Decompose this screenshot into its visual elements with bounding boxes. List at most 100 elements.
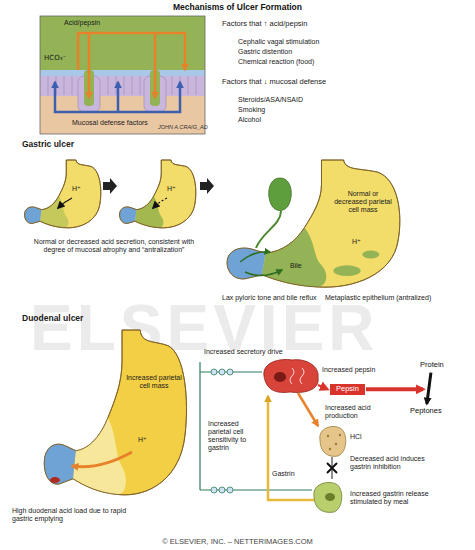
fluid-label: Bile xyxy=(290,262,302,270)
parietal-cell xyxy=(264,360,318,393)
parietal-cell xyxy=(264,360,318,393)
acid-sensing-cell xyxy=(320,427,346,457)
copyright-footer: © ELSEVIER, INC. – NETTERIMAGES.COM xyxy=(0,538,475,547)
ulcer-crater xyxy=(50,477,60,483)
enzyme-box: Pepsin xyxy=(330,384,365,395)
flow-arrow xyxy=(153,198,167,208)
process-label: Increased acid production xyxy=(325,404,400,420)
stomach-intermediate xyxy=(120,160,196,228)
parietal-cell xyxy=(274,372,286,382)
product-label-box: Peptones xyxy=(408,406,444,417)
node-text: Pepsin xyxy=(336,385,359,394)
parietal-cell xyxy=(290,368,304,384)
acid-arrow xyxy=(298,393,318,426)
nerve-fibers xyxy=(211,487,217,493)
g-cell xyxy=(314,483,342,513)
process-label: Increased pepsin xyxy=(322,366,375,374)
list-heading: Factors that ↓ mucosal defense xyxy=(222,78,326,87)
ion-label: HCO₃⁻ xyxy=(44,54,66,62)
diagram-title: Mechanisms of Ulcer Formation xyxy=(0,3,475,13)
stomach-duodenal-ulcer xyxy=(44,330,186,495)
stomach-gastric-ulcer xyxy=(227,160,400,287)
gallbladder xyxy=(256,211,281,248)
bile-reflux-arrow xyxy=(240,252,270,262)
mucosa-panel xyxy=(154,33,157,98)
nerve-fibers xyxy=(219,369,225,375)
gallbladder xyxy=(256,178,291,248)
nerve-fibers xyxy=(211,369,217,375)
block-mark xyxy=(327,463,337,473)
mucosa-panel xyxy=(40,16,205,134)
stomach-early xyxy=(25,160,101,228)
stomach-gastric-ulcer xyxy=(362,250,379,258)
acid-sensing-cell xyxy=(335,443,337,445)
mucosa-panel xyxy=(48,76,196,95)
artist-signature: JOHN A.CRAIG_AD xyxy=(158,124,208,130)
ion-label: H⁺ xyxy=(138,436,147,444)
stomach-intermediate xyxy=(120,160,196,228)
stomach-intermediate xyxy=(120,160,196,228)
list-heading: Factors that ↑ acid/pepsin xyxy=(222,20,307,29)
stomach-gastric-ulcer xyxy=(333,265,360,276)
section-heading: Gastric ulcer xyxy=(22,140,74,150)
ion-label: H⁺ xyxy=(72,185,81,193)
node-text: Peptones xyxy=(410,407,442,416)
mucosa-panel xyxy=(117,82,120,112)
conversion-arrow xyxy=(427,373,431,404)
enzyme-action-arrow xyxy=(366,387,423,391)
secretion-arrow xyxy=(318,385,327,389)
progression-arrow xyxy=(103,178,117,194)
list-item: Steroids/ASA/NSAID xyxy=(238,96,303,104)
acid-sensing-cell xyxy=(327,435,329,437)
chemical-label: HCl xyxy=(350,433,362,441)
stomach-gastric-ulcer xyxy=(227,160,400,287)
section-heading: Duodenal ulcer xyxy=(22,314,83,324)
progression-arrow xyxy=(200,178,214,194)
callout-text: Metaplastic epithelium (antralized) xyxy=(325,294,437,302)
g-cell xyxy=(325,493,335,501)
mucosa-panel xyxy=(88,33,91,98)
list-item: Chemical reaction (food) xyxy=(238,58,314,66)
acid-sensing-cell xyxy=(329,448,331,450)
ion-label: H⁺ xyxy=(352,238,361,246)
stomach-duodenal-ulcer xyxy=(44,330,186,495)
nerve-fibers xyxy=(219,487,225,493)
list-item: Alcohol xyxy=(238,116,261,124)
mucosa-panel xyxy=(40,16,205,134)
stomach-early xyxy=(25,160,101,228)
nerve-fibers xyxy=(227,369,233,375)
callout-text: Normal or decreased parietal cell mass xyxy=(332,190,394,214)
list-item: Smoking xyxy=(238,106,265,114)
callout-text: Increased parietal cell mass xyxy=(125,374,183,390)
stomach-gastric-ulcer xyxy=(227,160,400,287)
caption-text: High duodenal acid load due to rapid gas… xyxy=(12,507,137,523)
gastrin-arrow xyxy=(268,396,314,500)
acid-flow-arrow xyxy=(72,452,132,467)
flow-arrow xyxy=(58,198,72,208)
mucosa-panel xyxy=(78,33,185,70)
stomach-duodenal-ulcer xyxy=(44,330,186,495)
ion-label: H⁺ xyxy=(167,185,176,193)
process-label: Increased secretory drive xyxy=(204,348,283,356)
mucosa-panel xyxy=(55,82,180,112)
callout-text: Lax pyloric tone and bile reflux xyxy=(222,294,317,302)
nerve-fibers xyxy=(227,487,233,493)
process-label: Mucosal defense factors xyxy=(72,119,148,127)
substrate-label-box: Protein xyxy=(418,360,446,371)
caption-text: Normal or decreased acid secretion, cons… xyxy=(28,238,200,254)
stomach-duodenal-ulcer xyxy=(44,444,76,484)
process-label: Decreased acid induces gastrin inhibitio… xyxy=(350,455,430,471)
list-item: Gastric distention xyxy=(238,48,292,56)
acid-sensing-cell xyxy=(320,427,346,457)
stomach-intermediate xyxy=(120,207,137,223)
process-label: Acid/pepsin xyxy=(64,19,100,27)
g-cell xyxy=(314,483,342,513)
stomach-early xyxy=(25,207,42,223)
hormone-label: Gastrin xyxy=(272,470,295,478)
mucosa-panel xyxy=(40,16,205,134)
list-item: Cephalic vagal stimulation xyxy=(238,38,319,46)
gallbladder xyxy=(269,178,292,211)
process-label: Increased parietal cell sensitivity to g… xyxy=(208,420,262,452)
acid-sensing-cell xyxy=(339,434,341,436)
